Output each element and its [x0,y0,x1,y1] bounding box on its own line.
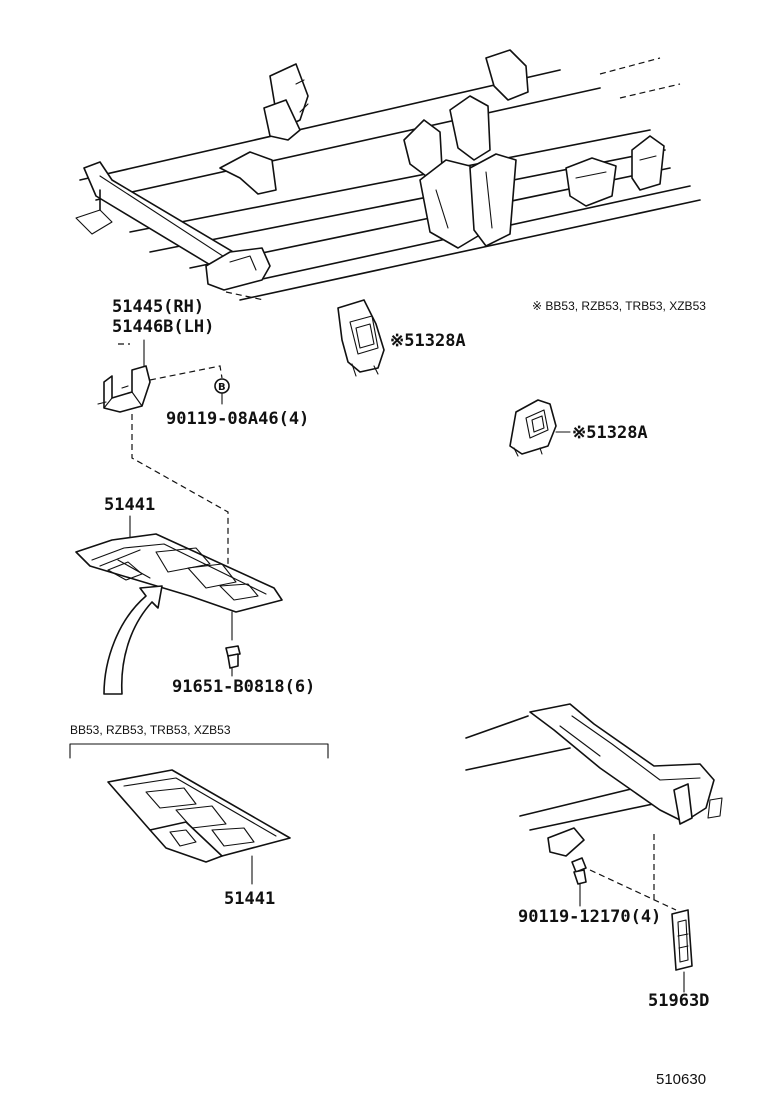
bolt-lower-part [225,645,241,669]
label-bracket-rh: 51445(RH) [112,297,204,317]
models-bracket-line [69,743,329,759]
label-bolt-rear: 90119-12170(4) [518,907,661,927]
cover-lower-part [107,769,291,863]
label-stopper-mid: ※51328A [572,423,648,443]
frame-assembly-top [75,49,701,301]
stopper-mid-part [509,399,557,457]
figure-number: 510630 [656,1071,706,1088]
models-note: ※ BB53, RZB53, TRB53, XZB53 [532,299,706,313]
cover-upper-part [75,533,283,613]
bolt-marker-b-letter: B [218,382,226,393]
label-bolt-b: 90119-08A46(4) [166,409,309,429]
label-cover-upper: 51441 [104,495,155,515]
frame-assembly-rear [465,703,723,857]
label-cover-lower: 51441 [224,889,275,909]
label-bolt-lower: 91651-B0818(6) [172,677,315,697]
stopper-top-part [337,299,385,377]
bolt-rear-part [571,857,587,885]
bracket-models-label: BB53, RZB53, TRB53, XZB53 [70,723,231,737]
bracket-part [97,365,151,413]
label-guard-rear: 51963D [648,991,709,1011]
label-bracket-lh: 51446B(LH) [112,317,214,337]
label-stopper-top: ※51328A [390,331,466,351]
guard-rear-part [671,909,693,971]
direction-arrow [103,585,163,695]
